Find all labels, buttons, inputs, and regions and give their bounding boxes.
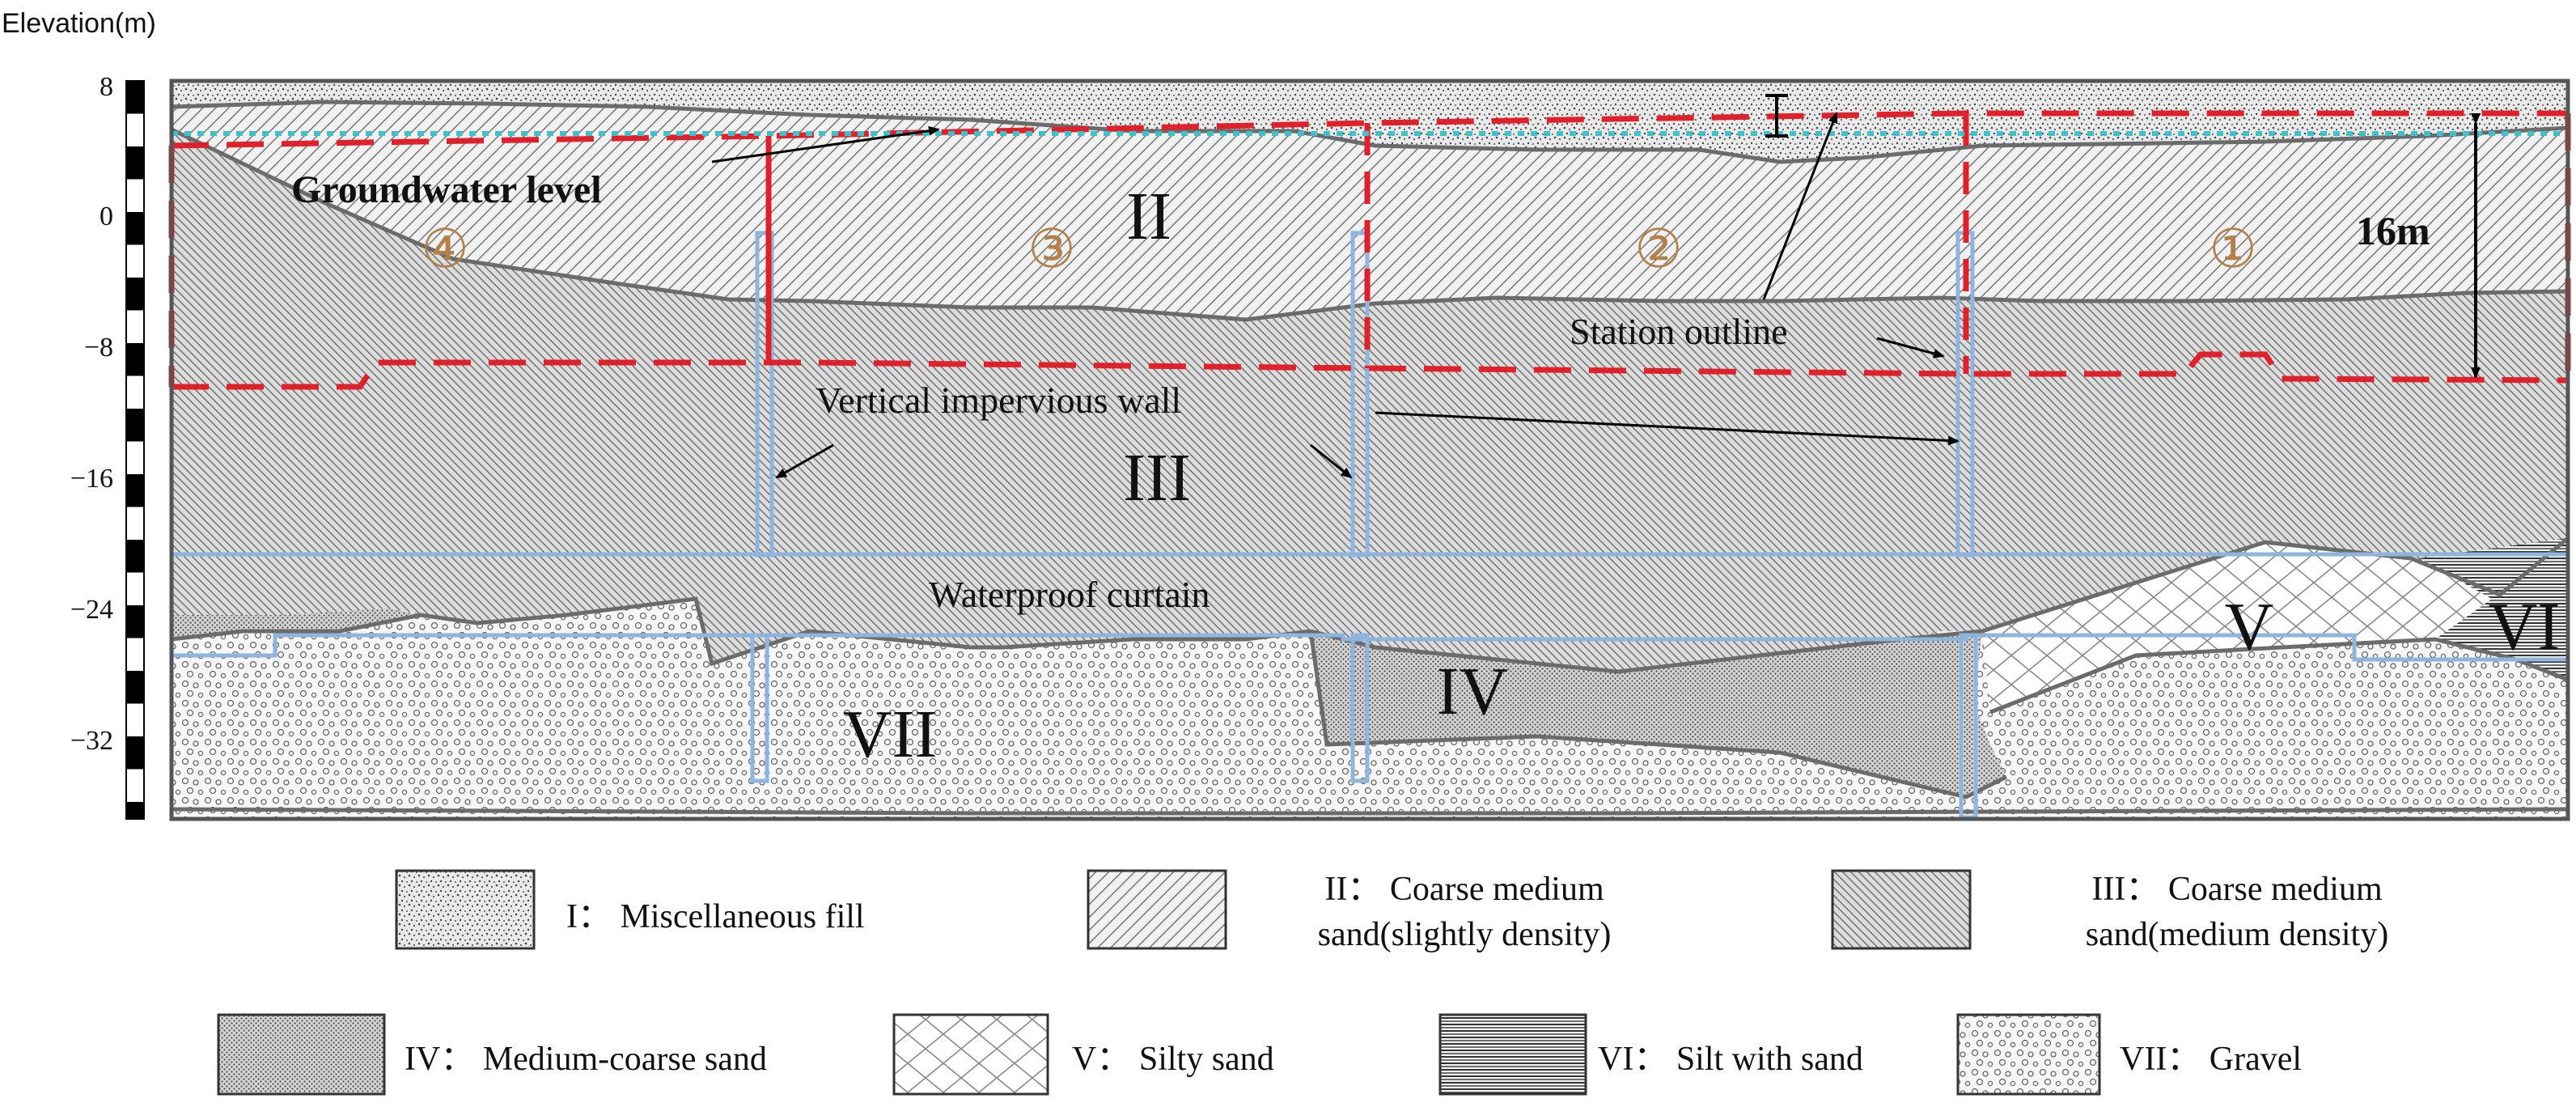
tick-label-8: 8 — [100, 72, 113, 102]
scale-bar-segment — [126, 409, 144, 442]
scale-bar-segment — [126, 81, 144, 114]
section-markers: ④ ③ ② ① — [421, 220, 2256, 279]
section-marker-2: ② — [1634, 220, 1682, 279]
legend-swatch-II — [1087, 869, 1227, 950]
scale-bar-segment — [126, 343, 144, 376]
arrow-station-1 — [1762, 112, 1838, 300]
station-outline-label: Station outline — [1570, 311, 1788, 352]
layer-IV-medium-coarse — [1311, 631, 2006, 797]
layer-label-II: II — [1126, 179, 1171, 254]
scale-bar-segment — [126, 802, 144, 819]
arrow-groundwater — [711, 125, 940, 163]
tick-label-minus-16: −16 — [70, 464, 113, 494]
layer-labels: II III IV V VI VII — [843, 179, 2561, 772]
legend-label-II-line2: sand(slightly density) — [1318, 916, 1612, 953]
section-marker-1: ① — [2209, 220, 2256, 279]
legend-swatch-IV — [217, 1013, 386, 1096]
legend-label-IV: IV： Medium-coarse sand — [405, 1041, 767, 1078]
scale-bar-segment — [126, 146, 144, 180]
legend-swatch-V — [892, 1013, 1049, 1096]
axis-title: Elevation(m) — [2, 8, 156, 39]
scale-bar-segment — [126, 212, 144, 245]
depth-label: 16m — [2356, 208, 2430, 253]
legend-label-VII: VII： Gravel — [2120, 1041, 2302, 1078]
legend-label-II-line1: II： Coarse medium — [1324, 871, 1604, 908]
scale-bar-segment — [126, 605, 144, 638]
groundwater-label: Groundwater level — [291, 168, 602, 211]
scale-bar-segment — [126, 736, 144, 770]
vertical-wall-2 — [1350, 231, 1370, 558]
elevation-tick-labels: 8 0 −8 −16 −24 −32 — [70, 72, 113, 756]
legend-swatch-III — [1831, 869, 1972, 950]
boundary-V — [1981, 537, 2570, 715]
tick-label-0: 0 — [100, 201, 113, 231]
section-marker-4: ④ — [421, 220, 468, 279]
small-depth-bar — [1765, 94, 1788, 138]
boundary-I-II — [171, 100, 2569, 164]
layer-label-V: V — [2225, 589, 2274, 664]
layer-label-III: III — [1123, 440, 1191, 515]
boundary-III-VII — [171, 596, 1311, 667]
waterproof-curtain-label: Waterproof curtain — [929, 574, 1210, 615]
annotation-arrows — [711, 112, 1960, 479]
tick-label-minus-8: −8 — [84, 333, 113, 363]
elevation-scale-bar — [125, 80, 145, 820]
layer-V-silty-sand — [1982, 542, 2500, 712]
arrow-wall-2 — [1310, 443, 1353, 479]
scale-bar-frame — [125, 80, 145, 820]
arrow-wall-1 — [775, 443, 834, 479]
legend-label-I: I： Miscellaneous fill — [566, 898, 865, 935]
legend-swatch-VII — [1956, 1013, 2101, 1096]
arrow-station-2 — [1876, 337, 1945, 358]
layer-label-VI: VI — [2489, 589, 2561, 664]
vertical-wall-1 — [755, 231, 774, 558]
layer-boundaries — [170, 100, 2570, 816]
tick-label-minus-24: −24 — [70, 595, 113, 625]
annotation-text: Groundwater level Station outline Vertic… — [291, 168, 2430, 615]
boundary-II-III — [170, 127, 2569, 322]
legend-label-V: V： Silty sand — [1072, 1041, 1274, 1078]
section-frame — [169, 78, 2570, 821]
scale-bar-segment — [126, 540, 144, 573]
vertical-wall-1-lower — [750, 633, 769, 783]
tick-label-minus-32: −32 — [70, 726, 113, 756]
section-marker-3: ③ — [1027, 220, 1075, 279]
legend: I： Miscellaneous fill II： Coarse medium … — [217, 869, 2388, 1096]
arrow-wall-3 — [1375, 411, 1960, 446]
dimension-markers — [1765, 94, 2481, 379]
legend-swatch-I — [395, 869, 536, 950]
legend-label-III-line2: sand(medium density) — [2086, 916, 2388, 953]
layer-label-IV: IV — [1437, 654, 1509, 729]
legend-swatch-VI — [1438, 1013, 1587, 1096]
station-outline-top — [171, 110, 2568, 149]
vertical-wall-label: Vertical impervious wall — [816, 380, 1181, 421]
legend-label-VI: VI： Silt with sand — [1598, 1041, 1863, 1078]
scale-bar-segment — [126, 278, 144, 311]
legend-label-III-line1: III： Coarse medium — [2091, 871, 2383, 908]
scale-bar-segment — [126, 671, 144, 704]
layer-label-VII: VII — [843, 697, 938, 772]
scale-bar-segment — [126, 474, 144, 507]
vertical-wall-2-lower — [1350, 633, 1370, 783]
station-outline-bottom — [172, 351, 2569, 390]
boundary-gravel-bottom — [171, 807, 2569, 816]
